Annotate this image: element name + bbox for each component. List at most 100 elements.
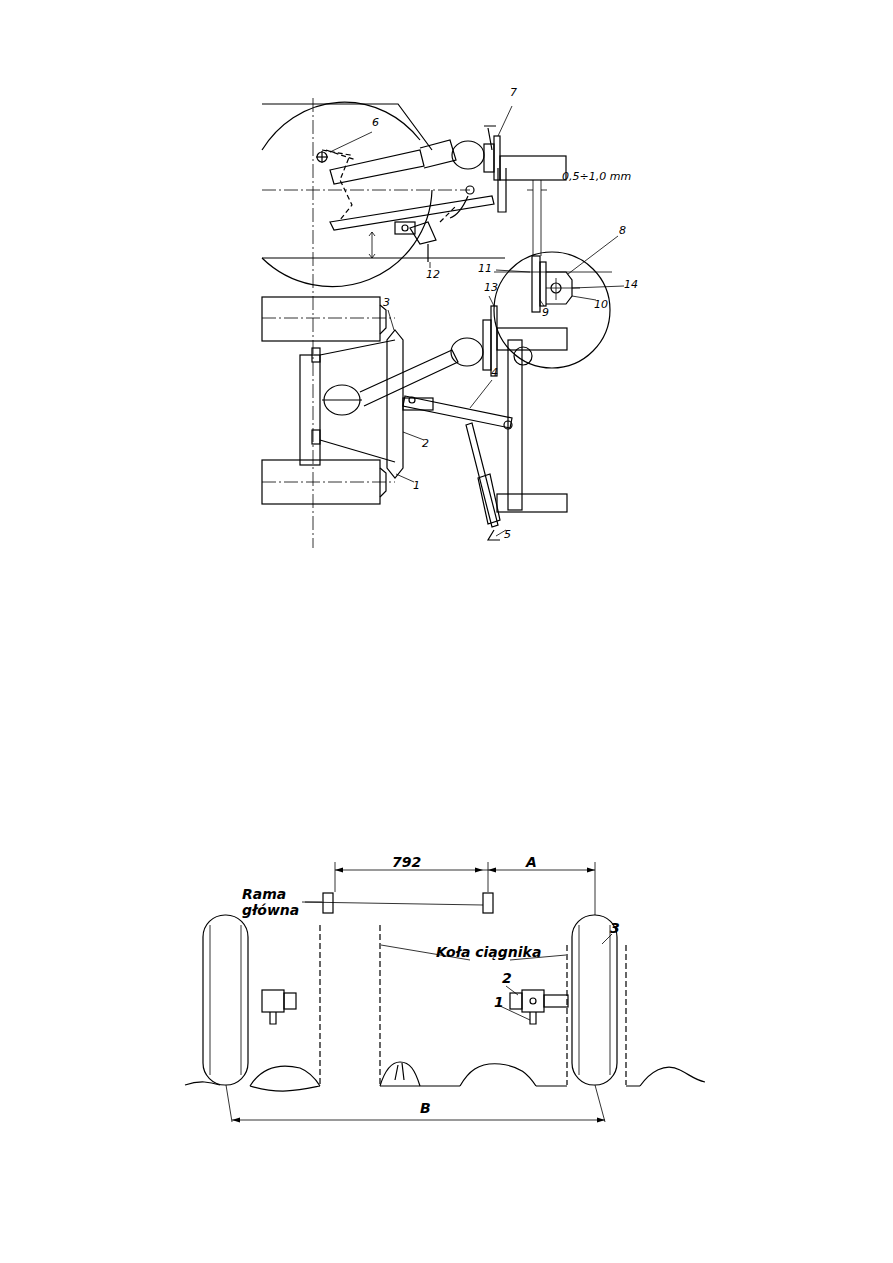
drawing-line <box>496 270 530 272</box>
drawing-line <box>579 925 580 1075</box>
drawing-line <box>533 180 534 256</box>
drawing-line <box>483 870 595 871</box>
drawing-line <box>500 156 566 180</box>
drawing-line <box>498 106 512 136</box>
drawing-line <box>470 380 492 408</box>
drawing-line <box>313 98 314 548</box>
drawing-line <box>572 286 624 288</box>
drawing-line <box>572 915 617 1085</box>
callout-number: 13 <box>484 281 498 294</box>
drawing-line <box>452 141 484 169</box>
drawing-line <box>232 1120 605 1121</box>
side-view <box>262 98 566 548</box>
drawing-line <box>527 190 533 191</box>
callout-number: 14 <box>624 278 638 291</box>
callout-number: 8 <box>619 224 626 237</box>
drawing-line <box>322 150 352 220</box>
drawing-line <box>489 296 494 306</box>
drawing-line <box>483 320 491 370</box>
callout-number: 3 <box>610 920 620 936</box>
drawing-line <box>312 430 320 444</box>
callout-number: 2 <box>502 970 512 986</box>
drawing-line <box>330 196 494 230</box>
drawing-line <box>262 257 505 258</box>
drawing-line <box>335 862 336 892</box>
drawing-line <box>420 140 456 168</box>
drawing-line <box>532 256 540 312</box>
drawing-line <box>497 494 567 512</box>
drawing-line <box>541 180 542 256</box>
dimension: A <box>526 854 537 870</box>
drawing-line <box>625 945 626 1085</box>
drawing-line <box>514 347 532 365</box>
drawing-line <box>330 132 372 152</box>
drawing-line <box>484 126 496 150</box>
drawing-line <box>597 1118 605 1123</box>
drawing-line <box>262 190 470 191</box>
drawing-line <box>319 925 320 1085</box>
callout-number: 3 <box>383 296 390 309</box>
callout-number: 9 <box>542 306 549 319</box>
callout-number: 1 <box>413 479 420 492</box>
drawing-line <box>566 945 567 1085</box>
front-view <box>185 862 705 1123</box>
drawing-line <box>506 986 518 995</box>
drawing-line <box>232 1118 240 1123</box>
drawing-line <box>262 990 284 1012</box>
drawing-line <box>595 1085 605 1122</box>
callout-number: 1 <box>494 994 504 1010</box>
drawing-line <box>494 252 610 368</box>
drawing-line <box>475 868 483 873</box>
leader-lines <box>302 106 624 1020</box>
drawing-line <box>322 399 362 400</box>
callout-number: 5 <box>504 528 511 541</box>
drawing-line <box>396 474 414 482</box>
drawing-line <box>409 397 415 403</box>
drawing-line <box>320 440 395 462</box>
drawing-line <box>530 998 536 1004</box>
drawing-line <box>491 306 497 376</box>
callout-number: 7 <box>510 86 517 99</box>
drawing-line <box>321 151 322 163</box>
drawing-line <box>262 318 395 319</box>
drawing-line <box>440 206 456 222</box>
drawing-line <box>317 152 327 162</box>
drawing-line <box>451 338 483 366</box>
drawing-line <box>262 190 432 287</box>
drawing-line <box>410 222 436 244</box>
drawing-line <box>320 340 395 355</box>
drawing-line <box>488 862 489 892</box>
drawing-line <box>403 396 512 428</box>
drawing-line <box>500 1006 530 1020</box>
drawing-line <box>522 990 544 1012</box>
drawing-line <box>541 190 547 191</box>
drawing-line <box>226 1085 232 1122</box>
drawing-line <box>450 196 468 218</box>
callout-number: 12 <box>426 268 440 281</box>
drawing-line <box>540 300 544 306</box>
drawing-line <box>556 278 557 300</box>
drawing-line <box>232 868 605 1123</box>
drawing-line <box>185 1062 705 1086</box>
drawing-line <box>262 482 395 483</box>
drawing-line <box>610 925 611 1075</box>
drawing-line <box>483 893 493 913</box>
drawing-line <box>262 297 380 341</box>
drawing-line <box>369 232 375 258</box>
callout-number: 11 <box>478 262 492 275</box>
drawing-line <box>403 398 433 410</box>
drawing-line <box>544 995 568 1007</box>
drawing-line <box>510 993 522 1009</box>
drawing-line <box>540 262 546 306</box>
drawing-line <box>380 468 386 497</box>
callout-number: 4 <box>491 366 498 379</box>
drawing-line <box>210 925 211 1075</box>
drawing-line <box>498 168 506 212</box>
drawing-line <box>587 868 595 873</box>
drawing-line <box>312 348 320 362</box>
drawing-line <box>302 902 483 905</box>
drawing-line <box>488 868 496 873</box>
dimension: 0,5÷1,0 mm <box>562 170 631 183</box>
